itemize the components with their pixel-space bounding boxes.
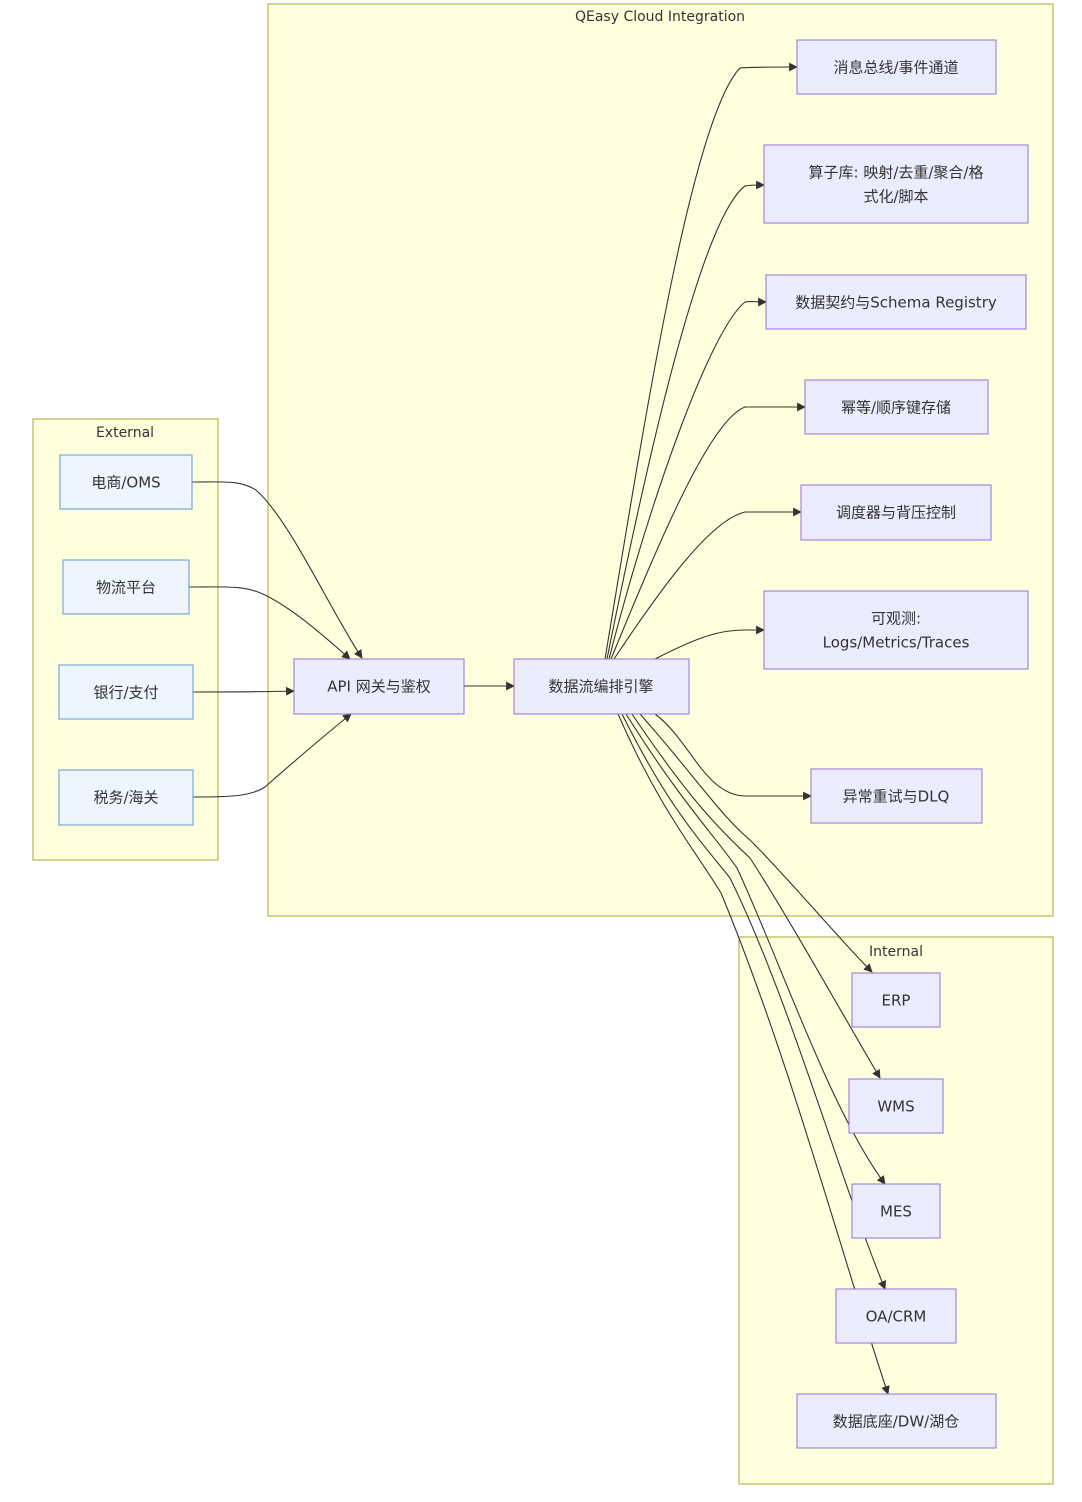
- edge-engine-scheduler: [613, 507, 802, 660]
- edge-engine-erp: [639, 713, 873, 973]
- node-operators-label-line1: 算子库: 映射/去重/聚合/格: [809, 164, 984, 182]
- node-observe-label-line2: Logs/Metrics/Traces: [823, 634, 970, 652]
- edge-engine-operators: [606, 180, 765, 660]
- node-ecom[interactable]: 电商/OMS: [59, 454, 193, 510]
- node-engine-label: 数据流编排引擎: [548, 678, 653, 696]
- node-mes-label: MES: [880, 1203, 912, 1221]
- edge-engine-schema: [608, 297, 767, 660]
- node-scheduler-label: 调度器与背压控制: [836, 504, 956, 522]
- node-dlq-label: 异常重试与DLQ: [843, 788, 950, 806]
- cluster-internal-title: Internal: [869, 944, 923, 960]
- edges: [188, 62, 890, 1395]
- node-ecom-label: 电商/OMS: [91, 474, 160, 492]
- node-erp-label: ERP: [882, 992, 911, 1010]
- node-logistics[interactable]: 物流平台: [62, 559, 190, 615]
- node-dlq[interactable]: 异常重试与DLQ: [810, 768, 983, 824]
- node-gateway-label: API 网关与鉴权: [327, 678, 431, 696]
- node-observe[interactable]: 可观测: Logs/Metrics/Traces: [763, 590, 1029, 670]
- node-erp[interactable]: ERP: [851, 972, 941, 1028]
- node-mes[interactable]: MES: [851, 1183, 941, 1239]
- edge-engine-wms: [631, 713, 881, 1079]
- node-gateway[interactable]: API 网关与鉴权: [293, 658, 465, 715]
- node-wms-label: WMS: [877, 1098, 914, 1116]
- edge-engine-oacrm: [621, 713, 887, 1290]
- node-tax[interactable]: 税务/海关: [58, 769, 194, 826]
- node-dw-label: 数据底座/DW/湖仓: [833, 1413, 960, 1431]
- node-oacrm-label: OA/CRM: [866, 1308, 927, 1326]
- node-schema[interactable]: 数据契约与Schema Registry: [765, 274, 1027, 330]
- node-dw[interactable]: 数据底座/DW/湖仓: [796, 1393, 997, 1449]
- node-engine[interactable]: 数据流编排引擎: [513, 658, 690, 715]
- edge-engine-dw: [617, 713, 890, 1395]
- edge-engine-idempotent: [610, 402, 806, 660]
- node-bus-label: 消息总线/事件通道: [833, 59, 958, 77]
- node-schema-label: 数据契约与Schema Registry: [795, 294, 997, 312]
- node-observe-label-line1: 可观测:: [871, 610, 921, 628]
- node-scheduler[interactable]: 调度器与背压控制: [800, 484, 992, 541]
- node-operators[interactable]: 算子库: 映射/去重/聚合/格 式化/脚本: [763, 144, 1029, 224]
- edge-tax-gateway: [192, 713, 352, 798]
- cluster-qeasy-title: QEasy Cloud Integration: [575, 9, 745, 25]
- edge-logistics-gateway: [188, 586, 351, 660]
- edge-engine-dlq: [654, 713, 812, 801]
- node-logistics-label: 物流平台: [96, 579, 156, 597]
- cluster-external-title: External: [96, 425, 154, 441]
- node-bank-label: 银行/支付: [93, 684, 158, 702]
- edge-engine-observe: [654, 625, 765, 660]
- node-tax-label: 税务/海关: [93, 789, 158, 807]
- edge-bank-gateway: [192, 686, 295, 696]
- node-oacrm[interactable]: OA/CRM: [835, 1288, 957, 1344]
- node-bank[interactable]: 银行/支付: [58, 664, 194, 720]
- edge-engine-mes: [625, 713, 886, 1185]
- node-operators-label-line2: 式化/脚本: [863, 188, 928, 206]
- node-idempotent[interactable]: 幂等/顺序键存储: [804, 379, 989, 435]
- node-idempotent-label: 幂等/顺序键存储: [841, 399, 951, 417]
- node-wms[interactable]: WMS: [848, 1078, 944, 1134]
- edge-engine-bus: [604, 62, 798, 660]
- edge-ecom-gateway: [191, 481, 363, 659]
- node-bus[interactable]: 消息总线/事件通道: [796, 39, 997, 95]
